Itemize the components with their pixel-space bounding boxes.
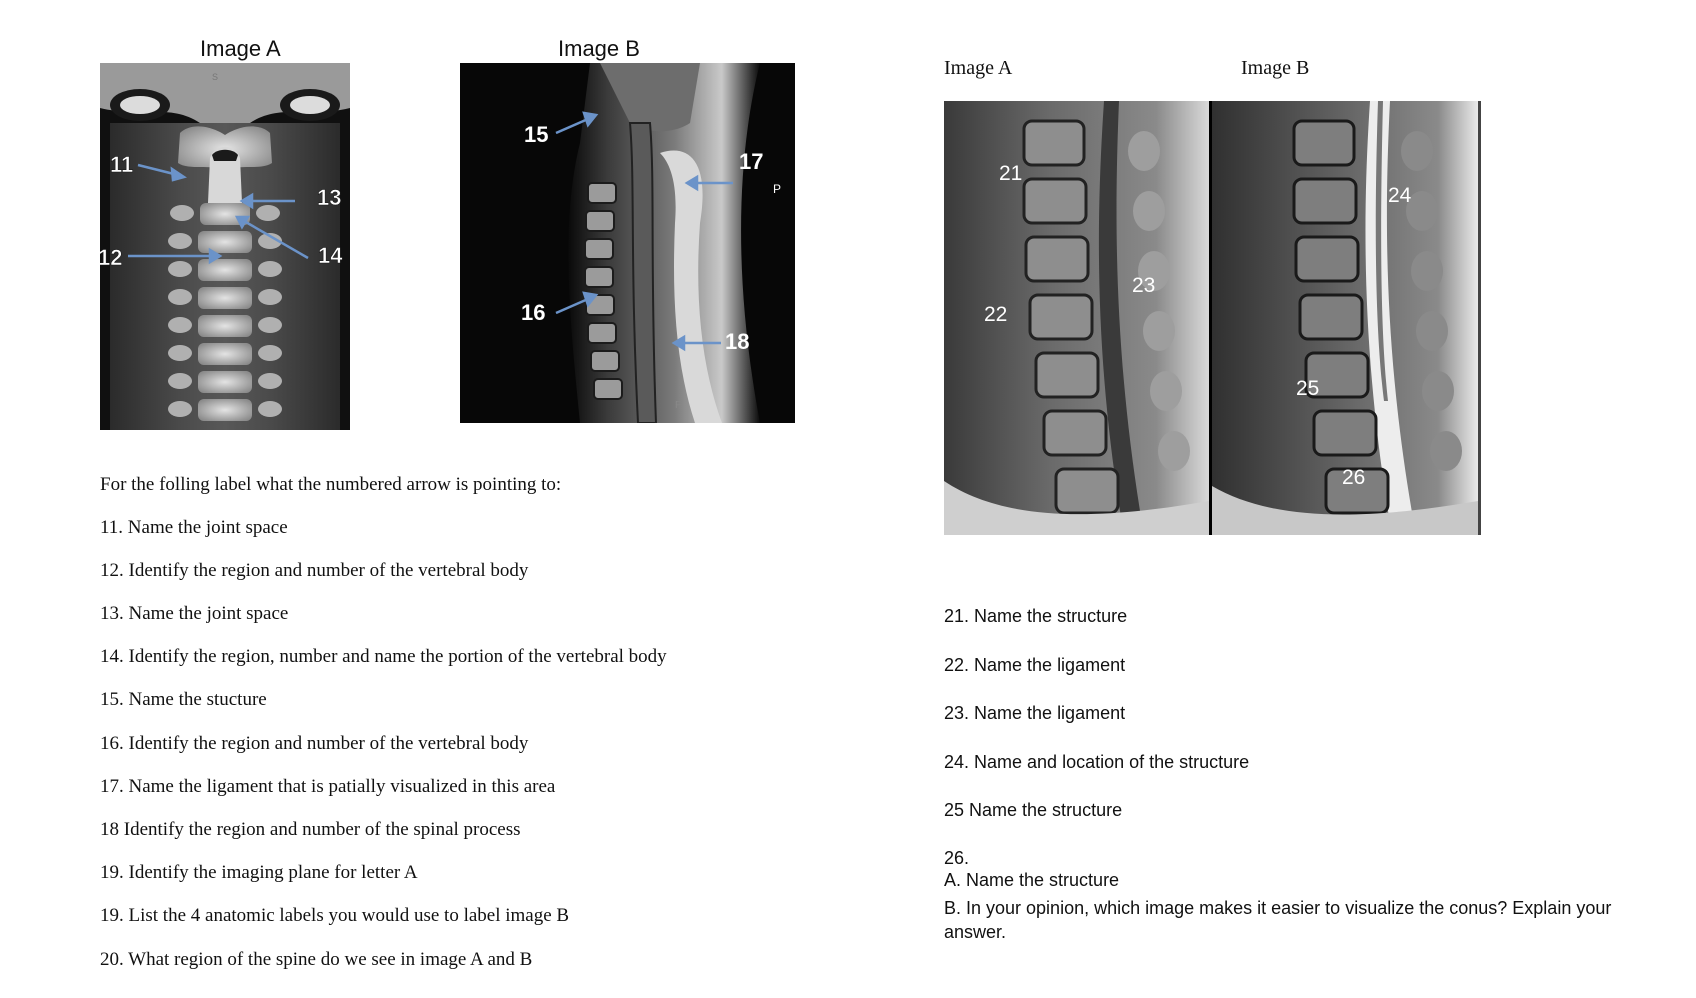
ct-label-11: 11 [110,152,133,177]
ct-label-12: 12 [100,245,122,270]
mri-cervical-corner-mark: F [675,400,681,411]
lumbar-t1-drawing: 21 22 23 [944,101,1209,535]
ct-label-13: 13 [317,185,341,210]
question-25: 25 Name the structure [944,800,1123,820]
image-b-title: Image B [558,36,640,61]
lumbar-label-21: 21 [999,162,1022,185]
image-a-title: Image A [200,36,281,61]
mri-sagittal-cervical-image: F 15 16 17 18 P [460,63,795,423]
question-23: 23. Name the ligament [944,703,1126,723]
arrow-16 [555,297,589,315]
question-24: 24. Name and location of the structure [944,752,1250,772]
question-12: 12. Identify the region and number of th… [100,560,529,581]
question-21: 21. Name the structure [944,606,1128,626]
question-18: 18 Identify the region and number of the… [100,819,521,840]
question-26-part-a: A. Name the structure [944,870,1120,890]
lumbar-image-b-title: Image B [1241,57,1310,79]
question-16: 16. Identify the region and number of th… [100,733,529,754]
mri-label-17: 17 [739,149,763,174]
lumbar-t2-drawing: 24 25 26 [1212,101,1478,535]
question-11: 11. Name the joint space [100,517,288,538]
question-15: 15. Name the stucture [100,689,267,710]
lumbar-mri-t1-image: 21 22 23 [944,101,1209,535]
ct-label-14: 14 [318,243,343,268]
mri-label-16: 16 [521,300,545,325]
question-19b: 19. List the 4 anatomic labels you would… [100,905,570,926]
orientation-mark-p: P [773,182,781,196]
mri-label-18: 18 [725,329,749,354]
lumbar-image-a-title: Image A [944,57,1013,79]
question-22: 22. Name the ligament [944,655,1126,675]
question-19a: 19. Identify the imaging plane for lette… [100,862,418,883]
lumbar-label-25: 25 [1296,377,1319,400]
lumbar-label-22: 22 [984,303,1007,326]
question-17: 17. Name the ligament that is patially v… [100,776,556,797]
ct-corner-mark: S [212,72,218,82]
ct-coronal-drawing: S 11 12 13 14 [100,63,350,430]
mri-cervical-drawing: F 15 16 17 18 P [460,63,795,423]
instructions-text: For the folling label what the numbered … [100,474,562,495]
question-20: 20. What region of the spine do we see i… [100,949,533,970]
mri-label-15: 15 [524,122,548,147]
question-14: 14. Identify the region, number and name… [100,646,667,667]
arrow-15 [555,117,589,135]
lumbar-label-26: 26 [1342,466,1365,489]
question-26-part-b-continued: answer. [944,922,1007,942]
lumbar-mri-t2-image: 24 25 26 [1209,101,1481,535]
ct-coronal-image: S 11 12 13 14 [100,63,350,430]
question-13: 13. Name the joint space [100,603,289,624]
question-26-part-b: B. In your opinion, which image makes it… [944,898,1612,918]
arrow-14 [243,219,309,260]
lumbar-label-24: 24 [1388,184,1412,207]
question-26-number: 26. [944,848,970,868]
lumbar-label-23: 23 [1132,274,1155,297]
